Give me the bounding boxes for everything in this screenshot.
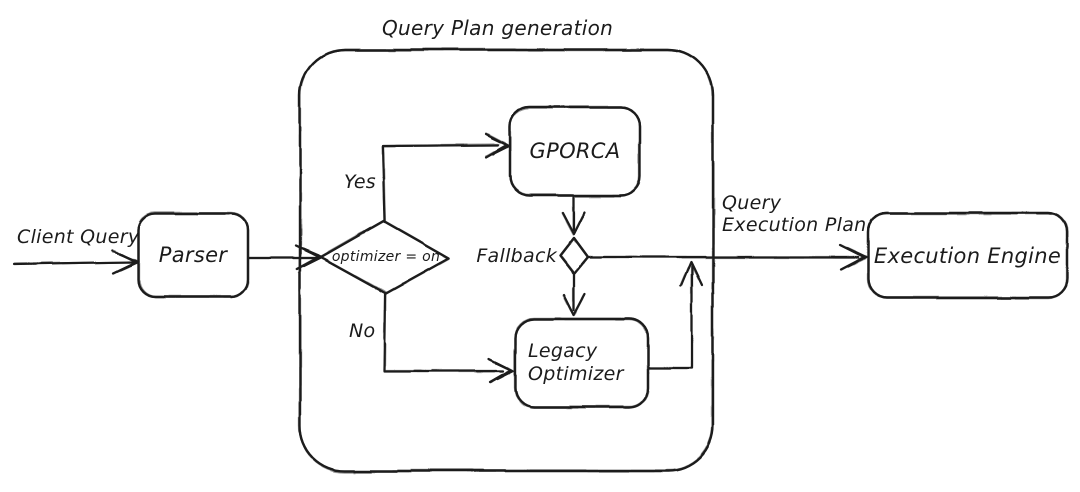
legacy-optimizer-line2: Optimizer — [528, 363, 624, 385]
execution-engine-node-label: Execution Engine — [873, 243, 1062, 268]
query-execution-plan-label: Query Execution Plan — [722, 192, 866, 236]
optimizer-decision-label: optimizer = on — [331, 249, 441, 265]
yes-branch-label: Yes — [344, 171, 377, 193]
container-title: Query Plan generation — [382, 16, 614, 40]
arrow-yes-to-gporca — [381, 132, 511, 224]
arrow-no-to-legacy-optimizer — [382, 292, 515, 384]
query-execution-plan-line1: Query — [722, 192, 782, 214]
fallback-label: Fallback — [476, 245, 557, 267]
arrow-legacy-optimizer-to-output — [647, 260, 704, 370]
query-execution-plan-line2: Execution Plan — [722, 214, 867, 236]
gporca-node-label: GPORCA — [529, 139, 621, 163]
fallback-diamond — [558, 236, 590, 276]
parser-node-label: Parser — [158, 243, 228, 267]
legacy-optimizer-node-label: Legacy Optimizer — [528, 319, 624, 407]
client-query-label: Client Query — [17, 226, 140, 248]
no-branch-label: No — [349, 320, 376, 342]
legacy-optimizer-line1: Legacy — [528, 340, 598, 362]
